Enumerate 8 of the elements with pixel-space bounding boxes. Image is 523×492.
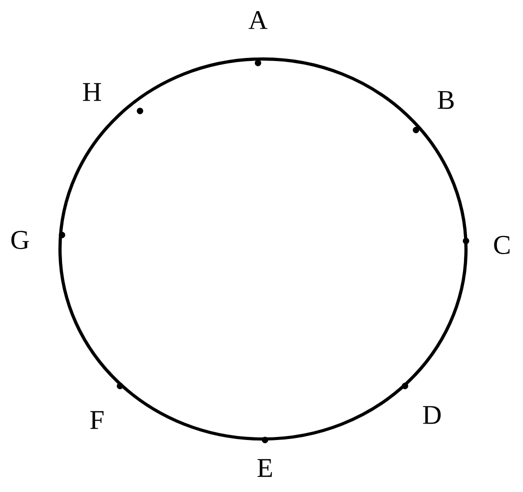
point-label: E — [258, 459, 272, 477]
point-label: B — [438, 91, 454, 109]
point-label: C — [494, 236, 510, 254]
point-label: A — [248, 11, 268, 29]
point-label: D — [423, 406, 441, 424]
point-label: H — [83, 83, 101, 101]
point-label: F — [90, 411, 104, 429]
point-label: G — [11, 230, 29, 250]
